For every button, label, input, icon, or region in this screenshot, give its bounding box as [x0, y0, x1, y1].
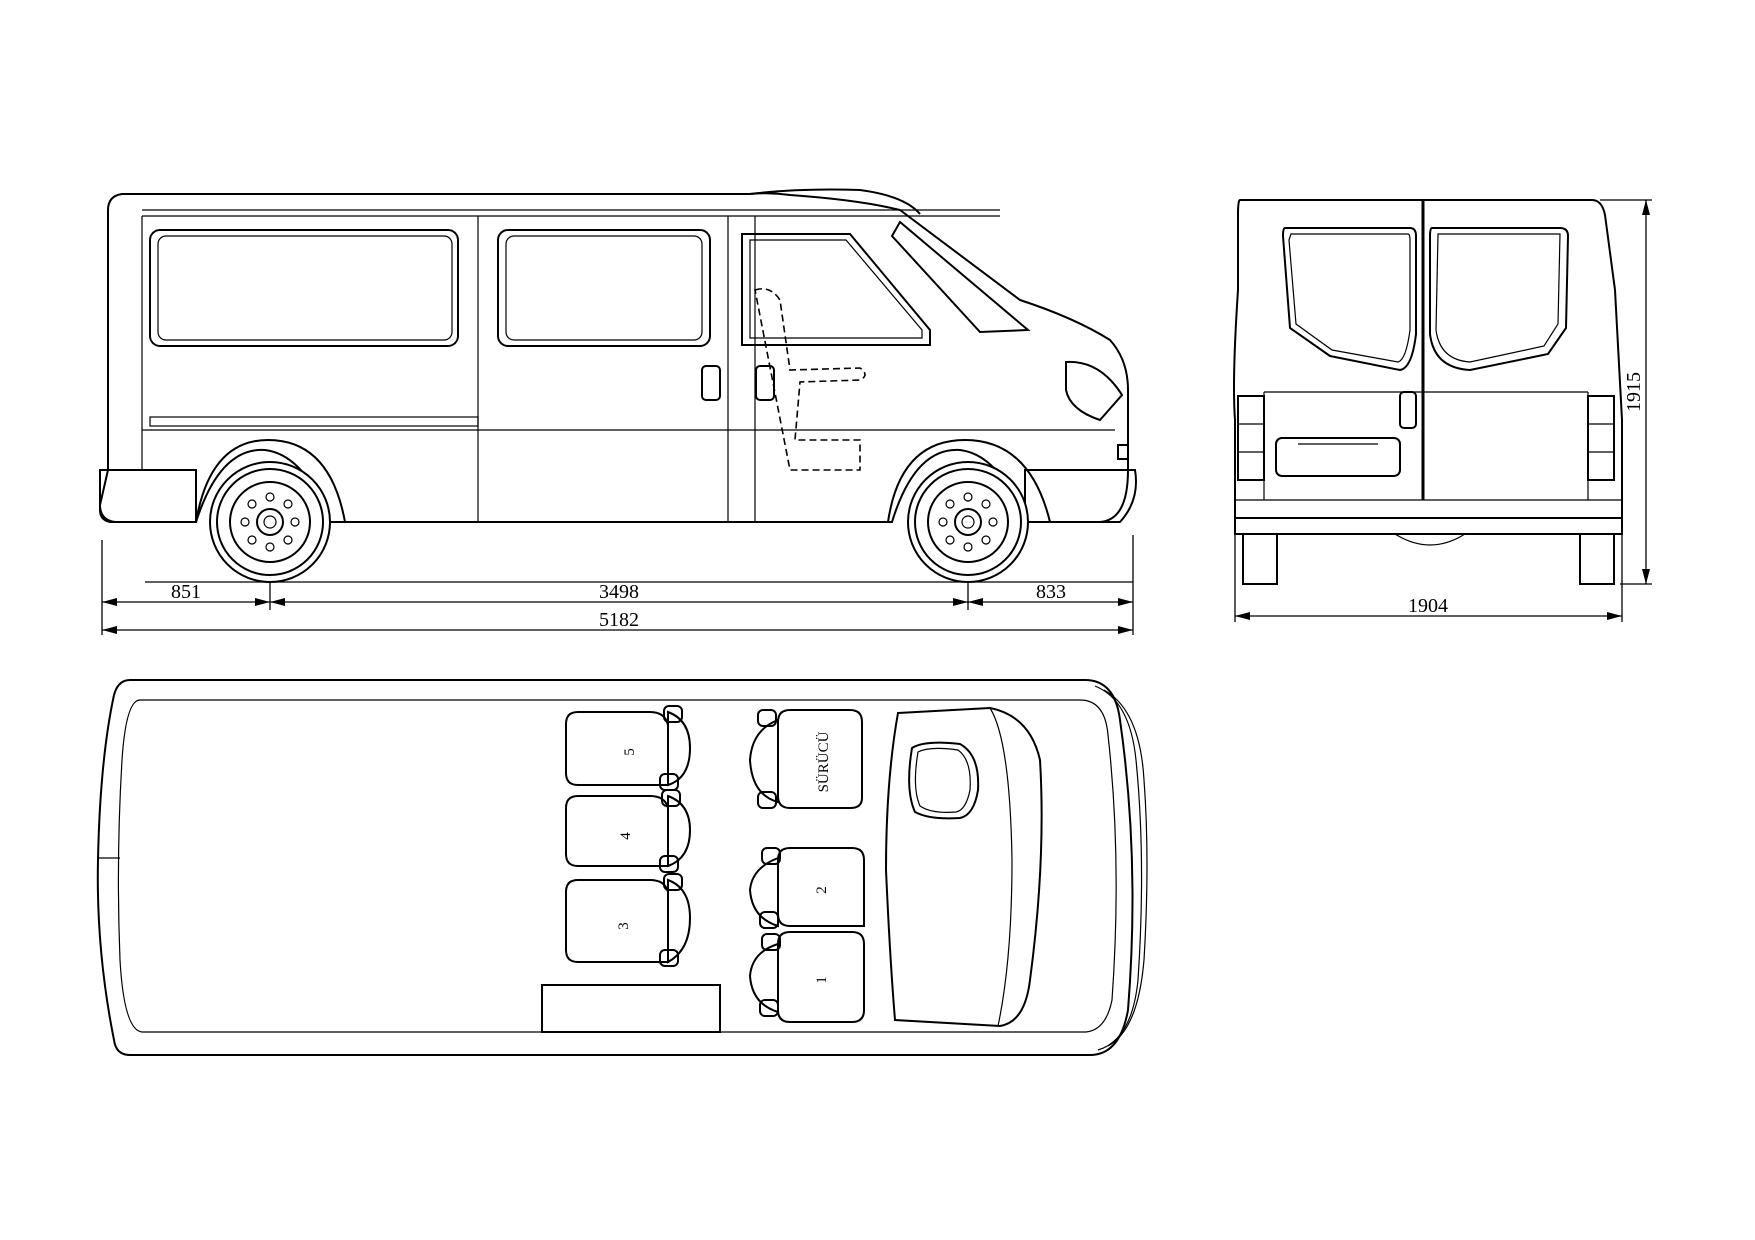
rear-window-left: [1281, 227, 1417, 372]
seat-5-label: 5: [622, 748, 638, 756]
roof-hump: [749, 188, 921, 215]
dim-wheelbase: 3498: [599, 581, 639, 603]
steering-wheel-inner: [914, 747, 971, 813]
plan-front-edge-2: [1103, 689, 1148, 1047]
seat-5: 5: [565, 705, 692, 791]
rear-window-right-inner: [1435, 233, 1561, 363]
steering-wheel: [908, 741, 980, 820]
arrow: [102, 626, 117, 634]
side-indicator: [1117, 444, 1129, 460]
rear-side-window-inner: [157, 235, 453, 341]
middle-side-window-inner: [505, 235, 703, 341]
side-stripe: [149, 416, 479, 427]
arrow: [1642, 200, 1650, 215]
side-body-outline: [98, 192, 1129, 523]
plan-view: 5 4 3 SÜRÜCÜ 2: [96, 679, 1148, 1056]
front-wheel-arch: [887, 438, 1051, 523]
arrow: [968, 598, 983, 606]
headlight: [1065, 360, 1124, 422]
seat-2: 2: [748, 847, 865, 929]
plan-body-outline: [96, 679, 1134, 1056]
dashboard: [884, 706, 1043, 1028]
seat-1-label: 1: [814, 976, 830, 984]
arrow: [1118, 598, 1133, 606]
driver-seat: SÜRÜCÜ: [748, 709, 863, 809]
side-dimensions: 851 3498 833 5182: [101, 535, 1134, 635]
dim-width: 1904: [1408, 595, 1448, 617]
rear-side-window: [149, 229, 459, 347]
seat-3: 3: [565, 873, 692, 967]
rear-light-right: [1587, 395, 1615, 481]
rear-window-left-inner: [1288, 233, 1411, 363]
seat-1: 1: [748, 931, 865, 1023]
plan-front-edge-1: [1094, 685, 1143, 1051]
arrow: [1642, 569, 1650, 584]
driver-seat-label: SÜRÜCÜ: [815, 731, 832, 792]
rear-body-outline: [1233, 199, 1623, 519]
side-view: [98, 188, 1137, 583]
arrow: [255, 598, 270, 606]
seat-4: 4: [565, 789, 692, 873]
front-bumper: [1024, 469, 1137, 523]
rear-wheel: [209, 461, 331, 583]
rear-dimensions: 1904 1915: [1234, 199, 1652, 622]
driver-seat-dashed: [754, 287, 866, 471]
dim-front-overhang: 851: [171, 581, 201, 603]
rear-wheel-arch: [195, 438, 346, 523]
seat-3-label: 3: [616, 922, 632, 930]
cab-door-window-inner: [749, 239, 923, 339]
dashboard-edge: [989, 707, 1013, 1027]
arrow: [1118, 626, 1133, 634]
arrow: [102, 598, 117, 606]
rear-door-handle: [1399, 391, 1417, 429]
dim-rear-overhang: 833: [1036, 581, 1066, 603]
rear-tyre-right: [1579, 533, 1615, 585]
rear-axle-bulge: [1394, 533, 1466, 546]
cab-door-window: [741, 233, 931, 346]
rear-view: [1233, 199, 1623, 585]
floor-box: [541, 984, 721, 1033]
arrow: [1607, 612, 1622, 620]
front-wheel: [907, 461, 1029, 583]
dim-height: 1915: [1623, 372, 1645, 412]
number-plate-recess: [1275, 437, 1401, 477]
rear-light-left: [1237, 395, 1265, 481]
middle-side-window: [497, 229, 711, 347]
rear-tyre-left: [1242, 533, 1278, 585]
rear-bumper-rear-view: [1234, 517, 1623, 535]
arrow: [953, 598, 968, 606]
seat-4-label: 4: [618, 832, 634, 840]
arrow: [1235, 612, 1250, 620]
dim-overall-length: 5182: [599, 609, 639, 631]
rear-bumper: [99, 469, 197, 523]
seat-2-label: 2: [814, 886, 830, 894]
rear-window-right: [1429, 227, 1570, 372]
sliding-door-handle: [701, 365, 721, 401]
arrow: [270, 598, 285, 606]
front-door-handle: [755, 365, 775, 401]
windshield: [890, 220, 1031, 334]
